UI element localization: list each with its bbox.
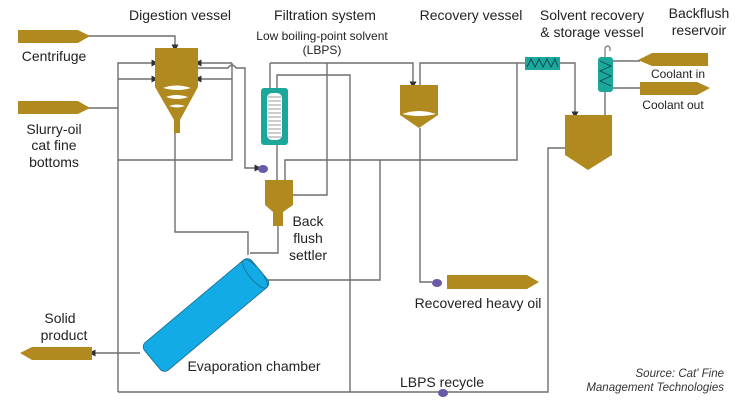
source-line-1: Source: Cat' Fine (636, 368, 725, 380)
pipe-digest-bypass (118, 63, 233, 161)
label-backflush-2: reservoir (672, 22, 727, 38)
label-solid-2: product (41, 327, 88, 343)
pipe-filter-top (276, 74, 351, 392)
label-solid-1: Solid (44, 310, 75, 326)
digestion-vessel (155, 48, 198, 133)
pipe-evap-vapor (268, 160, 381, 281)
label-settler-1: Back (292, 213, 324, 229)
label-solvent-recovery-1: Solvent recovery (540, 7, 644, 23)
pipe-heavy-oil (419, 128, 432, 283)
pipes (88, 35, 640, 393)
heavy-oil-pump-icon (432, 279, 442, 287)
label-settler-2: flush (293, 230, 323, 246)
label-slurry-3: bottoms (29, 154, 79, 170)
pipe-to-storage (560, 62, 579, 119)
label-recovery-vessel: Recovery vessel (420, 7, 523, 23)
pipe-lbps-recycle (118, 147, 565, 393)
slurry-arrow-icon (18, 101, 90, 114)
pipe-digest-bottom (174, 133, 249, 255)
label-recovered-heavy-oil: Recovered heavy oil (415, 295, 542, 311)
label-digestion-vessel: Digestion vessel (129, 7, 231, 23)
heat-exchanger (525, 57, 560, 70)
evaporation-chamber (142, 258, 270, 372)
label-evaporation-chamber: Evaporation chamber (187, 358, 320, 374)
pipe-settler-side (293, 63, 328, 196)
pipe-to-filter-pump (198, 64, 262, 172)
label-backflush-1: Backflush (669, 5, 730, 21)
condenser (598, 45, 613, 92)
coolant-out-arrow-icon (640, 82, 710, 95)
coolant-in-arrow-icon (638, 53, 708, 66)
pipe-lbps-header (270, 62, 417, 89)
label-lbps-recycle: LBPS recycle (400, 374, 484, 390)
recycle-pump-icon (438, 389, 448, 397)
filtration-system (261, 88, 288, 145)
label-filtration-system: Filtration system (274, 7, 376, 23)
label-slurry-1: Slurry-oil (26, 121, 81, 137)
label-centrifuge: Centrifuge (22, 48, 87, 64)
recovered-oil-arrow-icon (447, 275, 539, 289)
pipe-left-loop (117, 59, 159, 392)
centrifuge-arrow-icon (18, 30, 90, 43)
label-lbps-2: (LBPS) (303, 43, 342, 57)
pipe-recovery-loop (284, 62, 518, 180)
recovery-vessel (400, 85, 438, 128)
filter-pump-icon (258, 165, 268, 173)
label-settler-3: settler (289, 247, 327, 263)
label-coolant-in: Coolant in (651, 67, 705, 81)
label-lbps-1: Low boiling-point solvent (256, 29, 388, 43)
source-line-2: Management Technologies (586, 382, 724, 394)
solvent-storage-vessel (565, 115, 612, 170)
pipe-settler-bottom (250, 226, 279, 254)
backflush-settler (265, 180, 293, 226)
label-slurry-2: cat fine (31, 137, 76, 153)
label-solvent-recovery-2: & storage vessel (540, 24, 644, 40)
solid-product-arrow-icon (20, 347, 92, 360)
label-coolant-out: Coolant out (642, 98, 704, 112)
pipe-centrifuge-feed (88, 35, 179, 52)
